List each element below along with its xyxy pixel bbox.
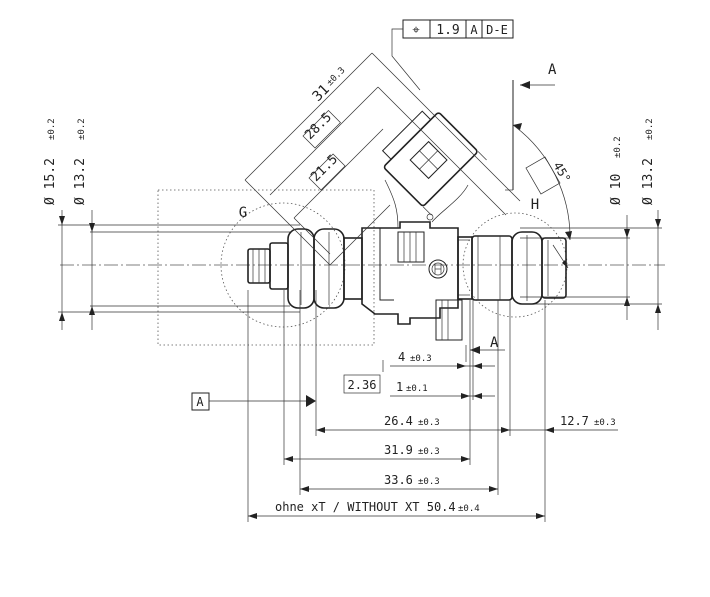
dim-31-9-tol: ±0.3 [418,447,440,457]
datum-a-top: A [505,62,557,191]
dim-dia-10-tol: ±0.2 [613,136,623,158]
dim-4-main: 4 [398,350,405,364]
detail-label-g: G [239,205,247,221]
dim-4-tol: ±0.3 [410,354,432,364]
dim-4: 4 ±0.3 [390,350,495,369]
dim-1-main: 1 [396,380,403,394]
datum-a-left-label: A [196,395,204,409]
position-symbol: ⌖ [412,23,420,38]
dim-1: 1 ±0.1 [390,380,495,399]
dim-33-6: 33.6 ±0.3 [300,473,498,492]
dim-26-4-tol: ±0.3 [418,418,440,428]
dim-12-7: 12.7 ±0.3 [510,414,618,433]
vertical-extension-lines [247,290,546,522]
dim-26-4-main: 26.4 [384,414,413,428]
dim-26-4: 26.4 ±0.3 [316,414,510,433]
datum-a-mid-label: A [490,335,499,351]
dim-50-4-tol: ±0.4 [458,504,480,514]
detail-label-h: H [531,197,539,213]
dim-angle-45: 45° [512,123,573,241]
dim-dia-13-2-left: Ø 13.2 ±0.2 [73,118,95,330]
dim-dia-13-2-right-main: Ø 13.2 [641,158,656,205]
dim-12-7-tol: ±0.3 [594,418,616,428]
dim-dia-13-2-left-main: Ø 13.2 [73,158,88,205]
frame-datum-de: D-E [486,23,508,37]
dim-2-36-main: 2.36 [348,378,377,392]
dim-28-5: 28.5 [269,86,507,216]
detail-circle-h: H [462,197,568,318]
electrical-connector [381,110,487,216]
frame-tolerance: 1.9 [436,23,459,38]
dim-dia-13-2-left-tol: ±0.2 [77,118,87,140]
datum-a-mid: A [465,335,505,362]
dim-2-36: 2.36 [343,374,381,394]
dim-angle-45-main: 45° [550,160,573,186]
frame-datum-a: A [470,23,478,37]
dim-dia-15-2-main: Ø 15.2 [43,158,58,205]
dim-21-5: 21.5 [293,128,384,255]
dim-31-tol: ±0.3 [325,66,347,88]
dim-33-6-main: 33.6 [384,473,413,487]
dim-dia-15-2-tol: ±0.2 [47,118,57,140]
dim-50-4: ohne xT / WITHOUT XT 50.4 ±0.4 [248,500,545,519]
dim-leader-diag [329,204,391,266]
injector-inlet [247,228,363,309]
diameter-extension-lines [58,224,662,313]
dim-31-9: 31.9 ±0.3 [284,443,470,462]
dim-dia-10: Ø 10 ±0.2 [609,136,630,320]
bosch-logo-icon [428,259,448,279]
dim-dia-15-2: Ø 15.2 ±0.2 [43,118,65,330]
dim-28-5-main: 28.5 [302,110,335,143]
dim-31-9-main: 31.9 [384,443,413,457]
detail-circle-g: G [220,202,346,328]
datum-a-top-label: A [548,62,557,78]
dim-dia-13-2-right: Ø 13.2 ±0.2 [641,118,661,330]
injector-housing [361,221,473,341]
envelope-outline [157,189,375,346]
dim-31: 31 ±0.3 [244,52,521,266]
injector-outlet [471,231,567,305]
dim-12-7-main: 12.7 [560,414,589,428]
dim-dia-13-2-right-tol: ±0.2 [645,118,655,140]
dim-dia-10-main: Ø 10 [609,174,624,205]
datum-a-left: A [191,392,316,411]
dim-1-tol: ±0.1 [406,384,428,394]
dim-50-4-main: ohne xT / WITHOUT XT 50.4 [275,500,456,514]
feature-control-frame: ⌖ 1.9 A D-E [391,19,514,91]
dim-33-6-tol: ±0.3 [418,477,440,487]
